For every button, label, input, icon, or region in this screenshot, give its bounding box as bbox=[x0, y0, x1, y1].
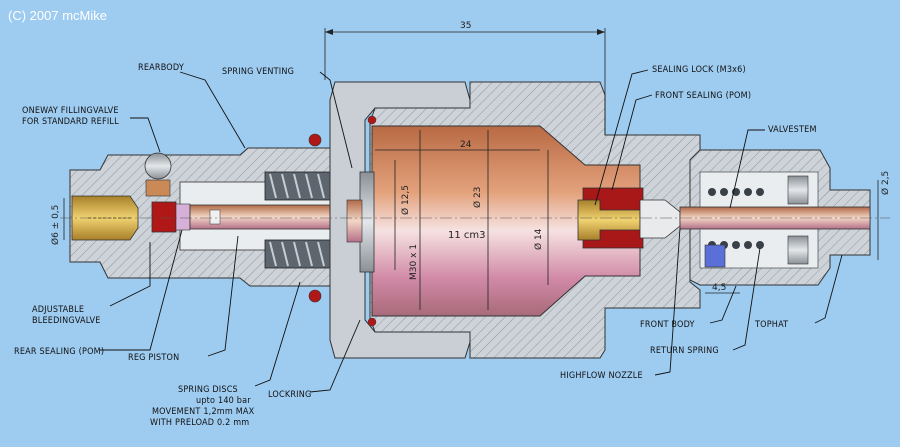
label-return-spring: RETURN SPRING bbox=[650, 346, 719, 356]
label-front-body: FRONT BODY bbox=[640, 320, 695, 330]
label-sealing-lock: SEALING LOCK (M3x6) bbox=[652, 65, 746, 75]
label-lockring: LOCKRING bbox=[268, 390, 311, 400]
label-spring-discs-1: SPRING DISCS bbox=[178, 385, 238, 395]
rear-sealing-insert bbox=[175, 203, 191, 231]
dim-d12-5: Ø 12,5 bbox=[400, 185, 411, 215]
label-spring-discs-4: WITH PRELOAD 0.2 mm bbox=[150, 418, 249, 428]
leader-lines bbox=[100, 69, 843, 393]
dim-24: 24 bbox=[460, 140, 472, 150]
label-highflow-nozzle: HIGHFLOW NOZZLE bbox=[560, 371, 643, 381]
label-adjustable-2: BLEEDINGVALVE bbox=[32, 316, 101, 326]
label-valvestem: VALVESTEM bbox=[768, 125, 817, 135]
label-spring-discs-3: MOVEMENT 1,2mm MAX bbox=[152, 407, 255, 417]
dim-35: 35 bbox=[460, 21, 471, 31]
dim-d6: Ø6 ± 0,5 bbox=[50, 205, 61, 245]
oring-rear-top bbox=[308, 133, 322, 147]
dim-d23: Ø 23 bbox=[472, 187, 483, 208]
chamber-11cm3 bbox=[371, 125, 641, 317]
label-front-sealing: FRONT SEALING (POM) bbox=[655, 91, 751, 101]
dim-thread: M30 x 1 bbox=[409, 244, 419, 280]
label-spring-venting: SPRING VENTING bbox=[222, 67, 294, 77]
label-spring-discs-2: upto 140 bar bbox=[196, 396, 251, 406]
dim-d2-5: Ø 2,5 bbox=[880, 171, 891, 195]
dim-volume: 11 cm3 bbox=[448, 230, 486, 241]
label-tophat: TOPHAT bbox=[754, 320, 788, 330]
label-rearbody: REARBODY bbox=[138, 63, 184, 73]
tophat-seal bbox=[704, 244, 726, 268]
label-adjustable-1: ADJUSTABLE bbox=[32, 305, 84, 315]
dim-d14: Ø 14 bbox=[533, 228, 544, 250]
label-reg-piston: REG PISTON bbox=[128, 353, 179, 363]
dimension-lines bbox=[63, 28, 879, 310]
label-rear-sealing: REAR SEALING (POM) bbox=[14, 347, 104, 357]
dim-4-5: 4,5 bbox=[712, 283, 726, 293]
label-oneway-2: FOR STANDARD REFILL bbox=[22, 117, 119, 127]
label-oneway-1: ONEWAY FILLINGVALVE bbox=[22, 106, 119, 116]
ball-seat bbox=[145, 179, 171, 197]
ball-valve bbox=[144, 152, 172, 180]
copyright-text: (C) 2007 mcMike bbox=[8, 8, 107, 23]
rear-sealing-pom bbox=[151, 201, 177, 233]
oring-rear-bottom bbox=[308, 289, 322, 303]
